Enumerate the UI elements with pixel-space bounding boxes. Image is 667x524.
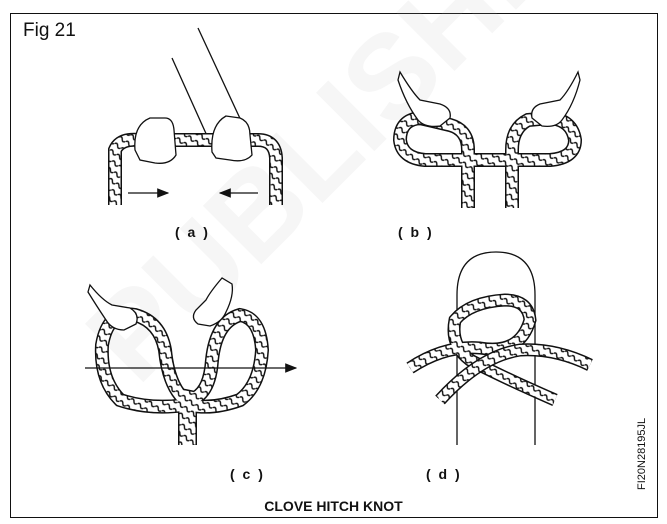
rope-end-line — [172, 58, 208, 138]
left-hand — [88, 285, 137, 330]
right-hand — [532, 72, 580, 126]
panel-label-b: ( b ) — [398, 224, 434, 240]
right-hand — [212, 116, 252, 161]
left-hand — [135, 118, 176, 163]
panel-a-drawing — [115, 28, 276, 205]
rope-body — [400, 118, 575, 208]
panel-c-drawing — [85, 278, 296, 445]
rope-body — [102, 314, 262, 445]
figure-caption: CLOVE HITCH KNOT — [0, 498, 667, 514]
panel-label-c: ( c ) — [230, 466, 265, 482]
panel-label-d: ( d ) — [426, 466, 462, 482]
figure-code: FI20N28195JL — [636, 418, 648, 490]
panel-label-a: ( a ) — [175, 224, 210, 240]
panel-d-drawing — [410, 252, 590, 445]
panel-b-drawing — [398, 72, 580, 208]
